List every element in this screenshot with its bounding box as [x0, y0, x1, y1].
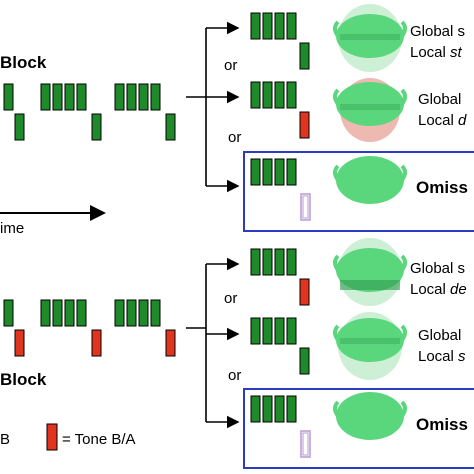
tone-a	[286, 395, 297, 423]
tone-a	[165, 113, 176, 141]
tone-a	[64, 299, 75, 327]
legend-tone-b-label: = Tone B/A	[62, 431, 136, 448]
tone-a	[262, 81, 273, 109]
tone-a	[250, 248, 261, 276]
tone-a	[40, 299, 51, 327]
head-topography	[333, 156, 407, 204]
bottom-branch-arrows	[186, 257, 240, 429]
tone-a	[262, 248, 273, 276]
bottom-outcome-2: Global Local s	[250, 312, 466, 380]
outcome-line2: Local st	[410, 44, 463, 61]
tone-a	[250, 158, 261, 186]
omission-label: Omiss	[416, 178, 468, 197]
tone-a	[114, 299, 125, 327]
omission-label: Omiss	[416, 415, 468, 434]
top-tone-sequence	[3, 83, 176, 141]
tone-a	[76, 83, 87, 111]
tone-a	[64, 83, 75, 111]
tone-a	[150, 299, 161, 327]
tone-a	[126, 299, 137, 327]
outcome-line1: Global	[418, 327, 461, 344]
tone-a	[286, 12, 297, 40]
tone-a	[286, 158, 297, 186]
tone-a	[76, 299, 87, 327]
top-block-label: Block	[0, 53, 47, 72]
head-topography	[333, 4, 407, 72]
outcome-line2: Local de	[410, 281, 467, 298]
head-topography	[333, 78, 407, 142]
tone-a	[274, 317, 285, 345]
tone-a	[262, 158, 273, 186]
tone-a	[274, 81, 285, 109]
tone-a	[14, 113, 25, 141]
outcome-line2: Local s	[418, 348, 466, 365]
outcome-line1: Global	[418, 91, 461, 108]
tone-a	[52, 299, 63, 327]
head-topography	[333, 392, 407, 440]
tone-a	[274, 12, 285, 40]
outcome-line1: Global s	[410, 23, 465, 40]
tone-a	[3, 83, 14, 111]
bottom-outcome-omission: Omiss	[243, 388, 474, 469]
tone-a	[3, 299, 14, 327]
tone-a	[262, 317, 273, 345]
tone-a	[150, 83, 161, 111]
bottom-outcome-1: Global s Local de	[250, 238, 467, 306]
tone-a	[250, 12, 261, 40]
time-label: ime	[0, 220, 24, 237]
top-outcome-2: Global Local d	[250, 78, 467, 142]
omitted-tone-placeholder	[300, 193, 311, 221]
legend: B = Tone B/A	[0, 423, 136, 451]
legend-tone-a-label: B	[0, 431, 10, 448]
top-outcome-omission: Omiss	[243, 151, 474, 232]
head-topography	[333, 238, 407, 306]
tone-b	[299, 278, 310, 306]
top-branch-arrows	[186, 21, 240, 193]
tone-a	[262, 395, 273, 423]
bottom-block-label: Block	[0, 370, 47, 389]
tone-a	[114, 83, 125, 111]
legend-tone-b-swatch	[46, 423, 58, 451]
tone-a	[250, 395, 261, 423]
tone-a	[299, 347, 310, 375]
tone-a	[138, 83, 149, 111]
bottom-tone-sequence	[3, 299, 176, 357]
outcome-line1: Global s	[410, 260, 465, 277]
omitted-tone-placeholder	[300, 430, 311, 458]
tone-b	[14, 329, 25, 357]
tone-b	[91, 329, 102, 357]
tone-b	[299, 111, 310, 139]
tone-a	[286, 81, 297, 109]
tone-a	[274, 248, 285, 276]
tone-a	[274, 395, 285, 423]
outcome-line2: Local d	[418, 112, 467, 129]
tone-a	[40, 83, 51, 111]
tone-a	[250, 81, 261, 109]
tone-a	[126, 83, 137, 111]
top-outcome-1: Global s Local st	[250, 4, 465, 72]
tone-a	[274, 158, 285, 186]
tone-a	[286, 317, 297, 345]
tone-a	[262, 12, 273, 40]
omission-box	[243, 388, 474, 469]
tone-b	[165, 329, 176, 357]
head-topography	[333, 312, 407, 380]
bottom-or-1: or	[224, 290, 237, 307]
bottom-or-2: or	[228, 367, 241, 384]
tone-a	[52, 83, 63, 111]
tone-a	[138, 299, 149, 327]
tone-a	[286, 248, 297, 276]
omission-box	[243, 151, 474, 232]
top-or-2: or	[228, 129, 241, 146]
tone-a	[91, 113, 102, 141]
top-or-1: or	[224, 57, 237, 74]
tone-a	[299, 42, 310, 70]
tone-a	[250, 317, 261, 345]
